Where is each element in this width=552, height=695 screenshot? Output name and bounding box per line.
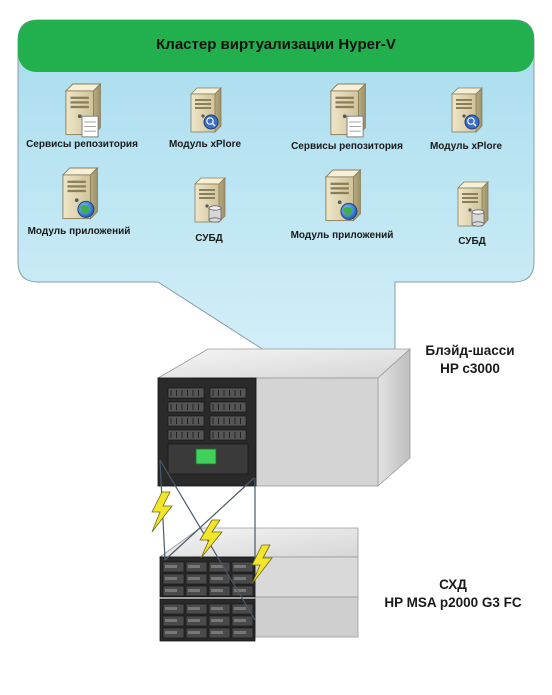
node-label: СУБД [458,236,486,247]
blade-slot [167,401,205,413]
server-globe-icon [61,166,99,220]
blade-slot [209,429,247,441]
blade-slot [167,429,205,441]
blade-slot [209,415,247,427]
server-database-icon [457,181,489,227]
chassis-name: Блэйд-шасси [425,343,515,358]
blade-chassis [156,348,412,487]
cluster-header [18,20,534,72]
lightning-bolt-icon [251,544,273,585]
node-label: Модуль xPlore [429,141,503,152]
node-label: Модуль приложений [290,230,394,241]
chassis-lcd-icon [195,448,217,465]
chassis-model: HP c3000 [440,361,500,376]
node-label: Модуль приложений [27,226,131,237]
blade-slot [209,401,247,413]
server-document-icon [64,82,102,138]
storage-model: HP MSA p2000 G3 FC [384,595,522,610]
server-document-icon [329,82,367,138]
server-database-icon [194,177,226,223]
chassis-label: Блэйд-шасси HP c3000 [410,342,530,378]
server-search-icon [190,87,222,133]
lightning-bolt-icon [199,519,223,559]
cluster-nodes [61,82,489,227]
storage-name: СХД [439,577,467,592]
storage-label: СХД HP MSA p2000 G3 FC [368,576,538,612]
blade-slot [167,415,205,427]
blade-slot [209,387,247,399]
node-label: СУБД [195,233,223,244]
blade-slot [167,387,205,399]
storage-array [158,527,359,642]
node-label: Сервисы репозитория [291,141,403,152]
server-search-icon [451,87,483,133]
node-label: Модуль xPlore [168,139,242,150]
lightning-bolt-icon [151,491,173,533]
cluster-title: Кластер виртуализации Hyper-V [156,36,396,53]
node-label: Сервисы репозитория [26,139,138,150]
server-globe-icon [324,168,362,222]
